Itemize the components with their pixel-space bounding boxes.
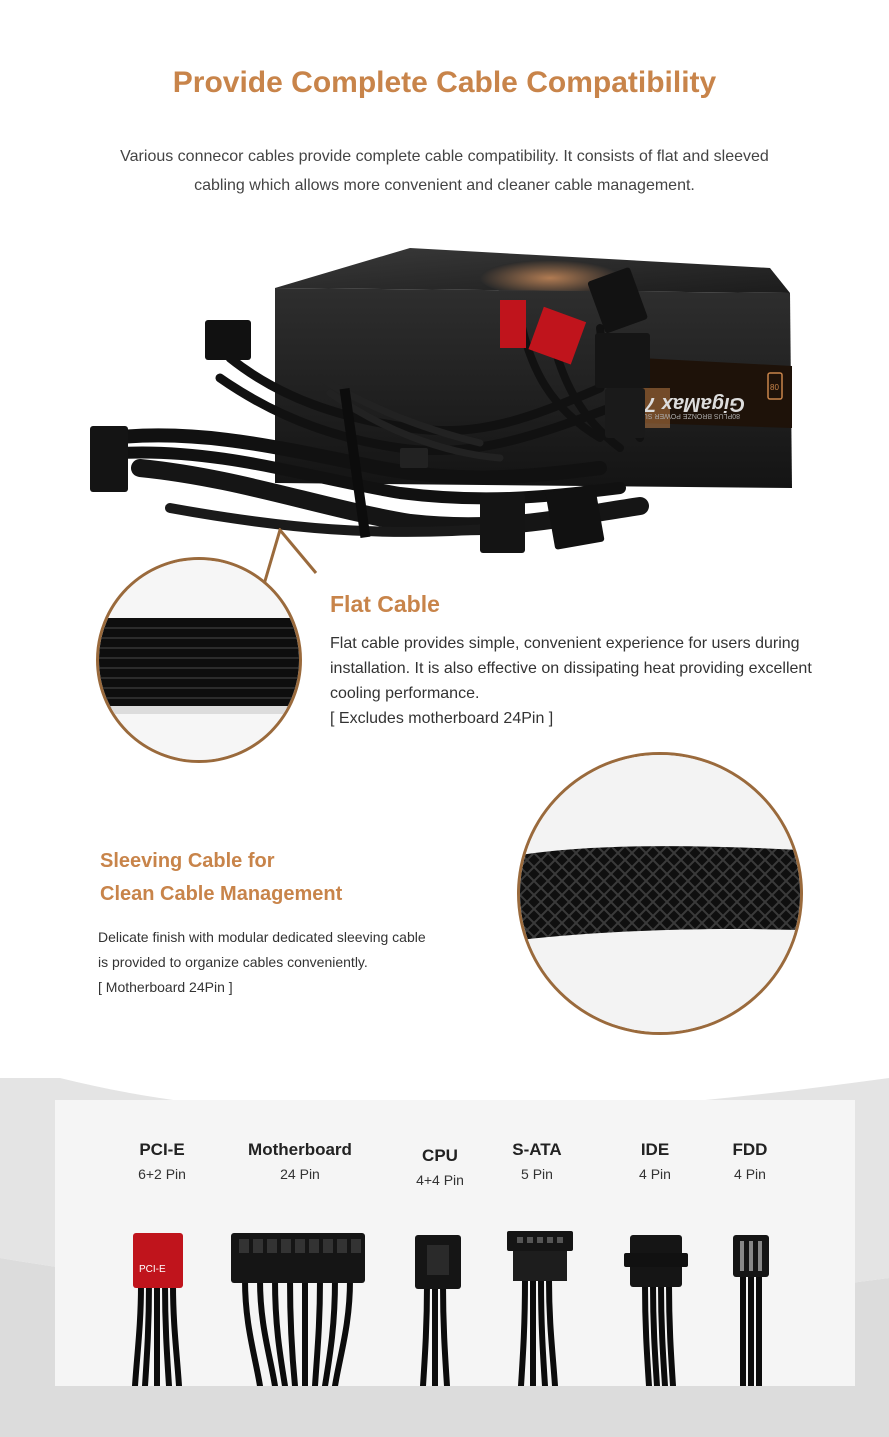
- connector-pins: 4 Pin: [734, 1166, 766, 1182]
- intro-line-1: Various connecor cables provide complete…: [120, 148, 769, 165]
- pcie-connector-3-icon: [605, 388, 645, 438]
- pcie-plug-icon: [133, 1233, 183, 1288]
- ide-connector-icon: [545, 484, 605, 550]
- sleeving-cable-illustration: [520, 755, 800, 1032]
- pcie-connector-2-icon: [595, 333, 650, 388]
- connector-pins: 4 Pin: [639, 1166, 671, 1182]
- sleeving-cable-title: Sleeving Cable for Clean Cable Managemen…: [100, 845, 342, 911]
- connector-panel: PCI-E 6+2 Pin Motherboard 24 Pin CPU 4+4…: [55, 1100, 855, 1386]
- mb-connector-icon: [90, 426, 128, 492]
- flat-cable-line-1: Flat cable provides simple, convenient e…: [330, 635, 800, 652]
- connector-name: S-ATA: [512, 1140, 562, 1159]
- page-title: Provide Complete Cable Compatibility: [172, 66, 717, 99]
- psu-sub-label: 80PLUS BRONZE POWER SUPPLY: [625, 412, 740, 419]
- flat-cable-zoom-image: [96, 557, 302, 763]
- flat-cable-illustration: [99, 560, 299, 760]
- connector-name: Motherboard: [248, 1140, 352, 1159]
- sleeving-line-2: is provided to organize cables convenien…: [98, 954, 368, 970]
- connector-pins: 24 Pin: [280, 1166, 320, 1182]
- flat-cable-line-3: cooling performance.: [330, 685, 480, 702]
- sleeving-line-1: Delicate finish with modular dedicated s…: [98, 929, 426, 945]
- sleeving-title-line-1: Sleeving Cable for: [100, 850, 275, 872]
- connector-fdd: FDD 4 Pin: [705, 1140, 795, 1182]
- sleeving-title-line-2: Clean Cable Management: [100, 883, 343, 905]
- fdd-connector-icon: [400, 448, 428, 468]
- pcie-connector-icon: [587, 267, 648, 333]
- connector-pins: 5 Pin: [521, 1166, 553, 1182]
- 80plus-badge-icon: [767, 372, 783, 400]
- connector-motherboard: Motherboard 24 Pin: [230, 1140, 370, 1182]
- connector-pins: 4+4 Pin: [416, 1172, 464, 1188]
- connector-name: FDD: [732, 1140, 768, 1159]
- intro-text: Various connecor cables provide complete…: [80, 142, 809, 200]
- flat-cable-line-2: installation. It is also effective on di…: [330, 660, 812, 677]
- psu-illustration: GigaMax 750W 80PLUS BRONZE POWER SUPPLY …: [90, 248, 792, 553]
- connector-illustrations: PCI-E: [132, 1231, 769, 1386]
- connector-cpu: CPU 4+4 Pin: [395, 1146, 485, 1188]
- flat-cable-title: Flat Cable: [330, 591, 440, 617]
- connector-name: CPU: [422, 1146, 458, 1165]
- cpu-connector-icon: [205, 320, 251, 360]
- sleeving-note: [ Motherboard 24Pin ]: [98, 979, 233, 995]
- callout-pointer: [258, 528, 318, 599]
- connector-name: IDE: [640, 1140, 670, 1159]
- connector-pcie: PCI-E 6+2 Pin: [117, 1140, 207, 1182]
- pcie-red-connector-icon: [500, 300, 526, 348]
- intro-line-2: cabling which allows more convenient and…: [194, 177, 695, 194]
- flat-cable-description: Flat cable provides simple, convenient e…: [330, 631, 870, 731]
- 80plus-badge-text: 80: [770, 383, 779, 392]
- sleeving-cable-zoom-image: [517, 752, 803, 1035]
- connector-sata: S-ATA 5 Pin: [492, 1140, 582, 1182]
- sata-connector-icon: [480, 493, 525, 553]
- psu-product-image: GigaMax 750W 80PLUS BRONZE POWER SUPPLY …: [80, 238, 810, 568]
- pcie-plug-label: PCI-E: [139, 1264, 166, 1275]
- pcie-red-connector-2-icon: [528, 306, 587, 365]
- connector-name: PCI-E: [139, 1140, 185, 1159]
- connector-ide: IDE 4 Pin: [610, 1140, 700, 1182]
- sleeving-cable-description: Delicate finish with modular dedicated s…: [98, 925, 498, 1000]
- connector-pins: 6+2 Pin: [138, 1166, 186, 1182]
- flat-cable-note: [ Excludes motherboard 24Pin ]: [330, 710, 554, 727]
